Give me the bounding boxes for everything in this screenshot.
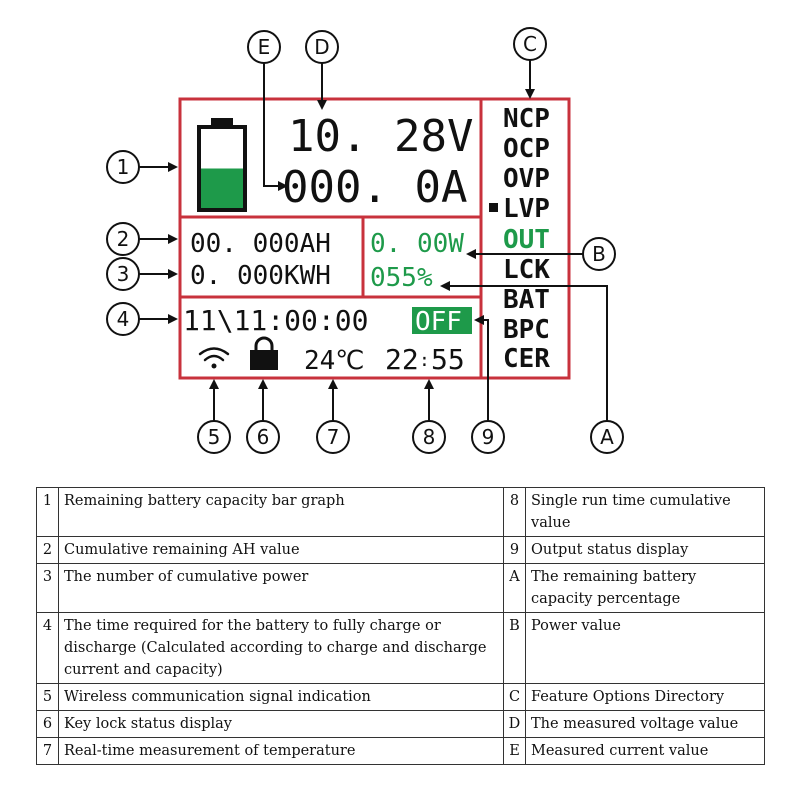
menu-item-ocp: OCP [503, 134, 550, 164]
legend-text: The time required for the battery to ful… [58, 612, 504, 684]
legend-key: 3 [36, 563, 59, 613]
clock-minutes: 55 [431, 343, 465, 376]
wifi-icon [198, 347, 230, 369]
output-status-text: OFF [415, 307, 462, 337]
battery-fill [201, 168, 243, 208]
table-row: 3 The number of cumulative power A The r… [36, 563, 765, 613]
legend-text: Real-time measurement of temperature [58, 737, 504, 765]
callout-b: B [592, 242, 606, 266]
callout-a: A [600, 425, 614, 449]
menu-item-ovp: OVP [503, 164, 550, 194]
kwh-value: 0. 000KWH [190, 261, 331, 291]
menu-item-lck: LCK [503, 255, 550, 285]
feature-menu: NCP OCP OVP LVP OUT LCK BAT BPC CER [489, 104, 550, 374]
legend-text: Key lock status display [58, 710, 504, 738]
power-value: 0. 00W [370, 229, 464, 259]
callout-8: 8 [423, 425, 436, 449]
legend-table: 1 Remaining battery capacity bar graph 8… [36, 487, 765, 765]
legend-key: B [503, 612, 526, 684]
callout-4: 4 [117, 307, 130, 331]
output-status-badge [412, 307, 472, 334]
table-row: 2 Cumulative remaining AH value 9 Output… [36, 536, 765, 564]
ah-value: 00. 000AH [190, 229, 331, 259]
callout-2: 2 [117, 227, 130, 251]
legend-text: Wireless communication signal indication [58, 683, 504, 711]
lock-icon [250, 336, 278, 370]
legend-text: The number of cumulative power [58, 563, 504, 613]
legend-key: 4 [36, 612, 59, 684]
battery-icon [197, 118, 247, 212]
legend-text: Remaining battery capacity bar graph [58, 487, 504, 537]
legend-text: Feature Options Directory [525, 683, 765, 711]
clock-hours: 22 [385, 343, 419, 376]
menu-item-bpc: BPC [503, 315, 550, 345]
legend-text: The remaining battery capacity percentag… [525, 563, 765, 613]
legend-key: 6 [36, 710, 59, 738]
callout-6: 6 [257, 425, 270, 449]
table-row: 1 Remaining battery capacity bar graph 8… [36, 487, 765, 537]
charge-time-value: 11\11:00:00 [183, 304, 368, 337]
table-row: 6 Key lock status display D The measured… [36, 710, 765, 738]
legend-text: Cumulative remaining AH value [58, 536, 504, 564]
lcd-diagram: 10. 28V 000. 0A 00. 000AH 0. 000KWH 0. 0… [106, 27, 624, 454]
menu-item-out: OUT [503, 225, 550, 255]
legend-text: Measured current value [525, 737, 765, 765]
callout-e: E [258, 35, 271, 59]
menu-item-cer: CER [503, 344, 550, 374]
table-row: 4 The time required for the battery to f… [36, 612, 765, 684]
legend-key: 5 [36, 683, 59, 711]
legend-key: 1 [36, 487, 59, 537]
legend-text: Output status display [525, 536, 765, 564]
callout-d: D [314, 35, 329, 59]
legend-key: 8 [503, 487, 526, 537]
legend-text: Power value [525, 612, 765, 684]
leader-arrows [139, 60, 608, 421]
callout-9: 9 [482, 425, 495, 449]
legend-text: The measured voltage value [525, 710, 765, 738]
callout-7: 7 [327, 425, 340, 449]
current-value: 000. 0A [282, 162, 467, 213]
percent-value: 055% [370, 263, 433, 293]
legend-key: A [503, 563, 526, 613]
legend-key: C [503, 683, 526, 711]
table-row: 7 Real-time measurement of temperature E… [36, 737, 765, 765]
legend-key: 7 [36, 737, 59, 765]
callout-5: 5 [208, 425, 221, 449]
clock-colon: : [419, 350, 430, 371]
voltage-value: 10. 28V [288, 111, 473, 162]
callout-1: 1 [117, 155, 130, 179]
menu-item-ncp: NCP [503, 104, 550, 134]
legend-key: 2 [36, 536, 59, 564]
menu-item-bat: BAT [503, 285, 550, 315]
legend-key: E [503, 737, 526, 765]
legend-text: Single run time cumulative value [525, 487, 765, 537]
table-row: 5 Wireless communication signal indicati… [36, 683, 765, 711]
temperature-value: 24℃ [304, 346, 365, 376]
legend-key: D [503, 710, 526, 738]
menu-item-lvp: LVP [503, 194, 550, 224]
callout-c: C [523, 32, 537, 56]
lcd-frame [178, 97, 571, 380]
legend-key: 9 [503, 536, 526, 564]
callout-3: 3 [117, 262, 130, 286]
menu-active-marker [489, 203, 498, 212]
